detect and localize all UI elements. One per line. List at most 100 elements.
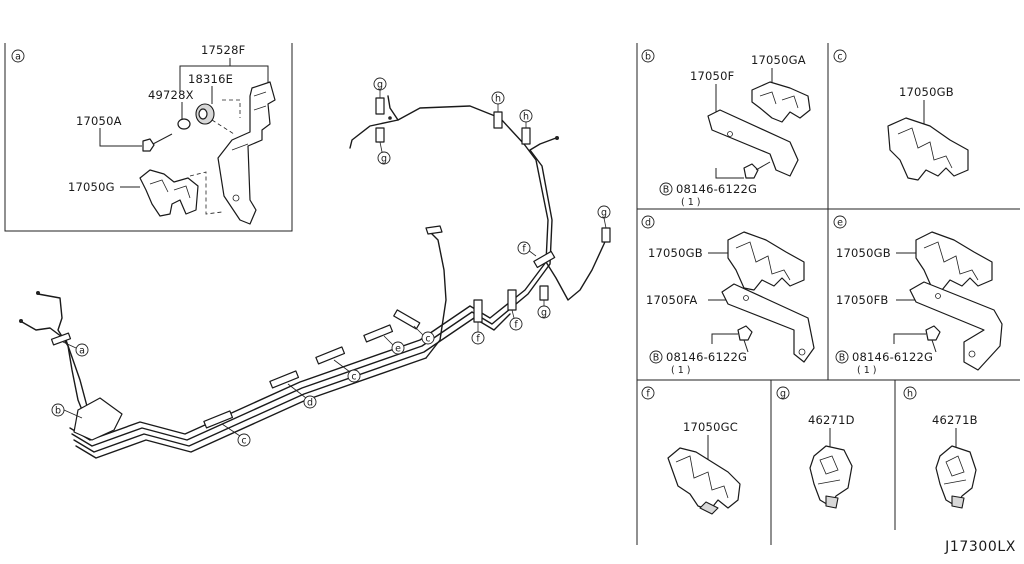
callout-f2 <box>509 317 523 331</box>
panel-d-label-circle <box>641 215 655 229</box>
main-clamp-f2 <box>507 289 517 311</box>
part-17050GB-c-label: 17050GB <box>899 85 954 99</box>
leader-e <box>383 335 395 347</box>
callout-g4-text: g <box>601 208 607 219</box>
callout-circles: a b c d c e c f f f g g h h <box>51 77 611 447</box>
bolt-e-shape <box>925 325 941 341</box>
leader-f2 <box>511 309 515 319</box>
clamp-17050G-detail <box>149 179 191 199</box>
panel-f-label: f <box>646 389 650 400</box>
bracket-17528F-detail <box>231 91 267 151</box>
leader-17050A <box>99 128 142 147</box>
part-17528F-label: 17528F <box>201 43 245 57</box>
callout-f3-text: f <box>522 244 526 255</box>
bolt-17050A-shape <box>142 138 155 152</box>
callout-g4 <box>597 205 611 219</box>
bolt-d-prefix-circle <box>649 350 663 364</box>
bracket-17050FA-hole <box>743 295 749 301</box>
callout-f1 <box>471 331 485 345</box>
bolt-d-prefix: B <box>653 353 660 364</box>
clip-17050GC-shape <box>667 447 741 511</box>
tube-left-2 <box>21 321 89 411</box>
clamp-17050GB-d-detail <box>735 241 791 281</box>
panel-d-label: d <box>645 218 651 229</box>
part-46271D-label: 46271D <box>808 413 855 427</box>
tube-upper-2 <box>529 137 557 151</box>
part-17050GB-d-label: 17050GB <box>648 246 703 260</box>
clamp-17050GB-c-shape <box>887 117 969 181</box>
callout-g3 <box>537 305 551 319</box>
callout-leaders <box>62 90 607 437</box>
tube-branch-upper-end <box>425 225 443 235</box>
guide-dash-3 <box>189 171 223 215</box>
panel-e-label: e <box>837 218 843 229</box>
panel-g-label: g <box>780 389 786 400</box>
part-17050FA-label: 17050FA <box>646 293 697 307</box>
main-clip-g3 <box>539 285 549 301</box>
clamp-17050GA-shape <box>751 81 811 123</box>
panel-c-label: c <box>837 52 842 63</box>
callout-e <box>391 341 405 355</box>
callout-g1 <box>373 77 387 91</box>
leader-c3 <box>413 325 425 337</box>
tube-branch-upper <box>425 231 447 359</box>
tube-right-branch <box>545 233 609 301</box>
tube-main-2 <box>71 149 553 447</box>
panel-e: e 17050GB 17050FB B 08146-6122G ( 1 ) <box>833 215 1003 376</box>
panel-f: f 17050GC <box>641 386 741 515</box>
bolt-b-shape <box>743 163 759 179</box>
clip-46271B-foot <box>951 495 965 509</box>
tube-upper-3-end <box>388 116 392 120</box>
callout-h2 <box>519 109 533 123</box>
bolt-b-prefix-circle <box>659 182 673 196</box>
tube-main-3 <box>73 313 511 453</box>
bracket-17050F-shape <box>707 109 799 177</box>
bolt-e-prefix: B <box>839 353 846 364</box>
panel-h-label-circle <box>903 386 917 400</box>
clamp-17050GA-detail <box>759 91 799 109</box>
part-08146-6122G-d-label: 08146-6122G <box>666 350 747 364</box>
callout-c2 <box>347 369 361 383</box>
bolt-d-qty: ( 1 ) <box>671 365 691 376</box>
leader-a <box>62 341 77 349</box>
bracket-17050FB-shape <box>909 281 1003 371</box>
panel-frames <box>4 43 1020 545</box>
main-clip-g4 <box>601 227 611 243</box>
joint-block-b <box>73 397 123 441</box>
leader-bolt-e <box>893 333 926 344</box>
main-clip-a-shape <box>50 332 72 346</box>
callout-e-text: e <box>395 344 401 355</box>
bracket-17050FA-hole-2 <box>798 348 806 356</box>
callout-g1-text: g <box>377 80 383 91</box>
callout-c1-text: c <box>241 436 246 447</box>
bracket-17050FB-hole <box>935 293 941 299</box>
callout-h1 <box>491 91 505 105</box>
panel-c: c 17050GB <box>833 49 969 181</box>
leader-c2 <box>333 359 351 373</box>
main-clamp-f1 <box>473 299 483 323</box>
panel-f-label-circle <box>641 386 655 400</box>
leader-bolt-b <box>715 168 744 179</box>
panel-e-label-circle <box>833 215 847 229</box>
callout-b <box>51 403 65 417</box>
collar-49728X-shape <box>177 118 191 130</box>
callout-f1-text: f <box>476 334 480 345</box>
callout-c3 <box>421 331 435 345</box>
part-46271B-label: 46271B <box>932 413 978 427</box>
guide-dash-1 <box>211 119 235 135</box>
tube-main-4 <box>75 357 427 459</box>
part-17050F-label: 17050F <box>690 69 734 83</box>
main-clip-g2 <box>375 127 385 143</box>
part-08146-6122G-b-label: 08146-6122G <box>676 182 757 196</box>
clamp-17050GB-e-shape <box>915 231 993 291</box>
diagram-reference-id: J17300LX <box>944 539 1016 555</box>
bolt-b-prefix: B <box>663 185 670 196</box>
panel-a-frame <box>4 43 293 232</box>
bracket-17050F-hole <box>727 131 733 137</box>
callout-f3 <box>517 241 531 255</box>
callout-b-text: b <box>55 406 61 417</box>
callout-d-text: d <box>307 398 313 409</box>
tube-upper-3 <box>387 95 399 121</box>
main-clamp-f3 <box>533 250 556 269</box>
